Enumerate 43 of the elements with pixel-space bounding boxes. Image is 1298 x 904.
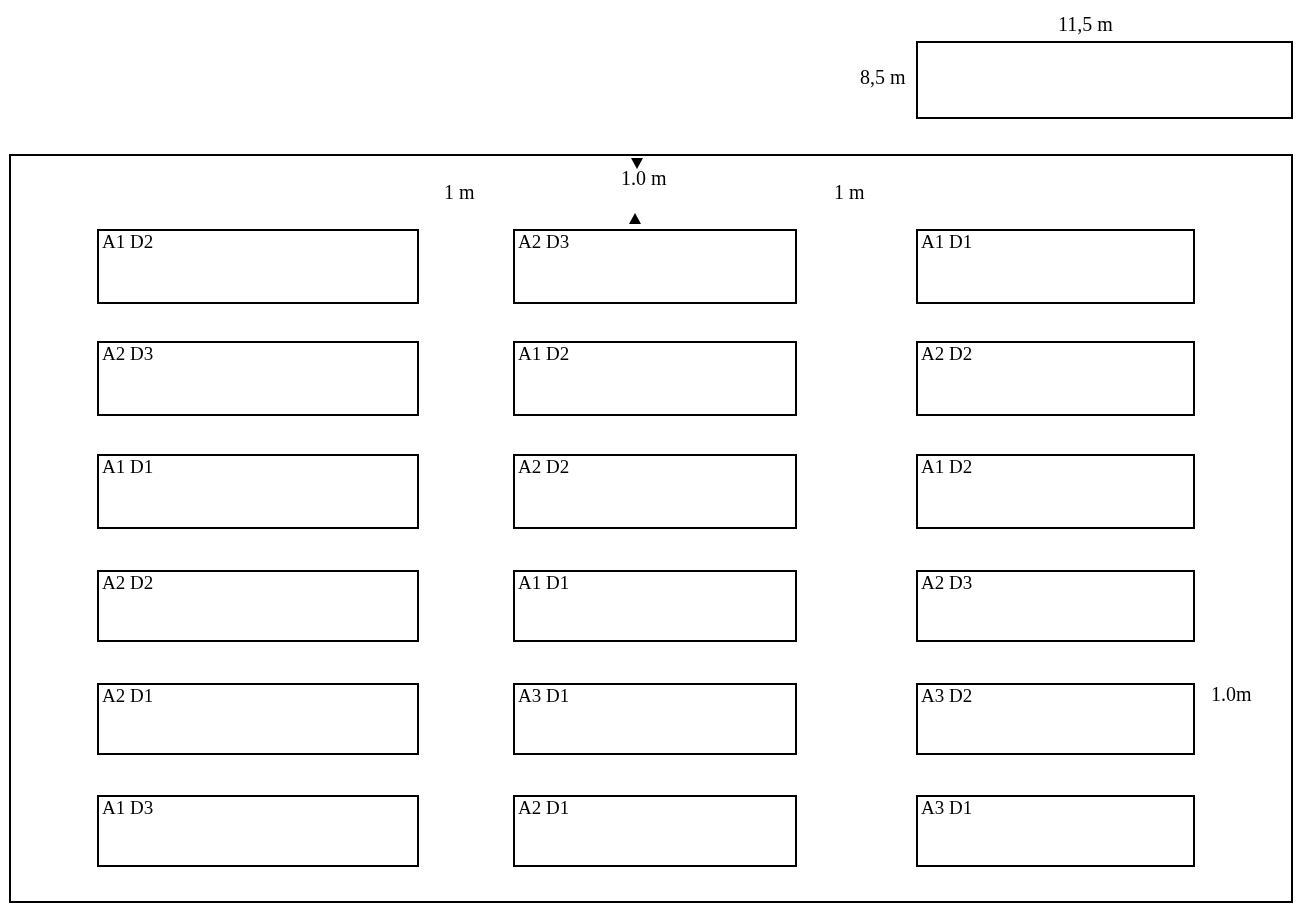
plot-box <box>513 341 797 416</box>
plot-label: A3 D1 <box>921 797 973 819</box>
plot-label: A2 D3 <box>102 343 154 365</box>
plot-label: A2 D2 <box>518 456 570 478</box>
plot-box <box>916 229 1195 304</box>
plot-label: A1 D2 <box>518 343 570 365</box>
dimension-label: 1 m <box>444 180 475 204</box>
plot-box <box>513 795 797 867</box>
plot-box <box>97 683 419 755</box>
plot-box <box>916 795 1195 867</box>
plot-box <box>513 229 797 304</box>
field-outline <box>9 154 1293 903</box>
plot-box <box>513 454 797 529</box>
dimension-label: 8,5 m <box>860 65 906 89</box>
plot-label: A1 D2 <box>102 231 154 253</box>
dimension-label: 1.0 m <box>621 166 667 190</box>
plot-label: A3 D1 <box>518 685 570 707</box>
plot-label: A2 D1 <box>518 797 570 819</box>
plot-box <box>916 341 1195 416</box>
dimension-label: 1.0m <box>1211 682 1252 706</box>
plot-label: A2 D2 <box>921 343 973 365</box>
plot-box <box>97 341 419 416</box>
plot-label: A2 D1 <box>102 685 154 707</box>
plot-label: A1 D1 <box>921 231 973 253</box>
plot-label: A2 D3 <box>921 572 973 594</box>
plot-label: A1 D3 <box>102 797 154 819</box>
dimension-label: 11,5 m <box>1058 12 1113 36</box>
plot-label: A2 D2 <box>102 572 154 594</box>
plot-box <box>513 683 797 755</box>
dimension-label: 1 m <box>834 180 865 204</box>
plot-box <box>513 570 797 642</box>
plot-label: A1 D2 <box>921 456 973 478</box>
plot-label: A1 D1 <box>102 456 154 478</box>
plot-box <box>916 570 1195 642</box>
plot-box <box>916 454 1195 529</box>
plot-label: A2 D3 <box>518 231 570 253</box>
plot-box <box>97 795 419 867</box>
plot-box <box>97 570 419 642</box>
plot-label: A3 D2 <box>921 685 973 707</box>
plot-box <box>97 454 419 529</box>
plot-box <box>916 683 1195 755</box>
plot-label: A1 D1 <box>518 572 570 594</box>
plot-box <box>97 229 419 304</box>
